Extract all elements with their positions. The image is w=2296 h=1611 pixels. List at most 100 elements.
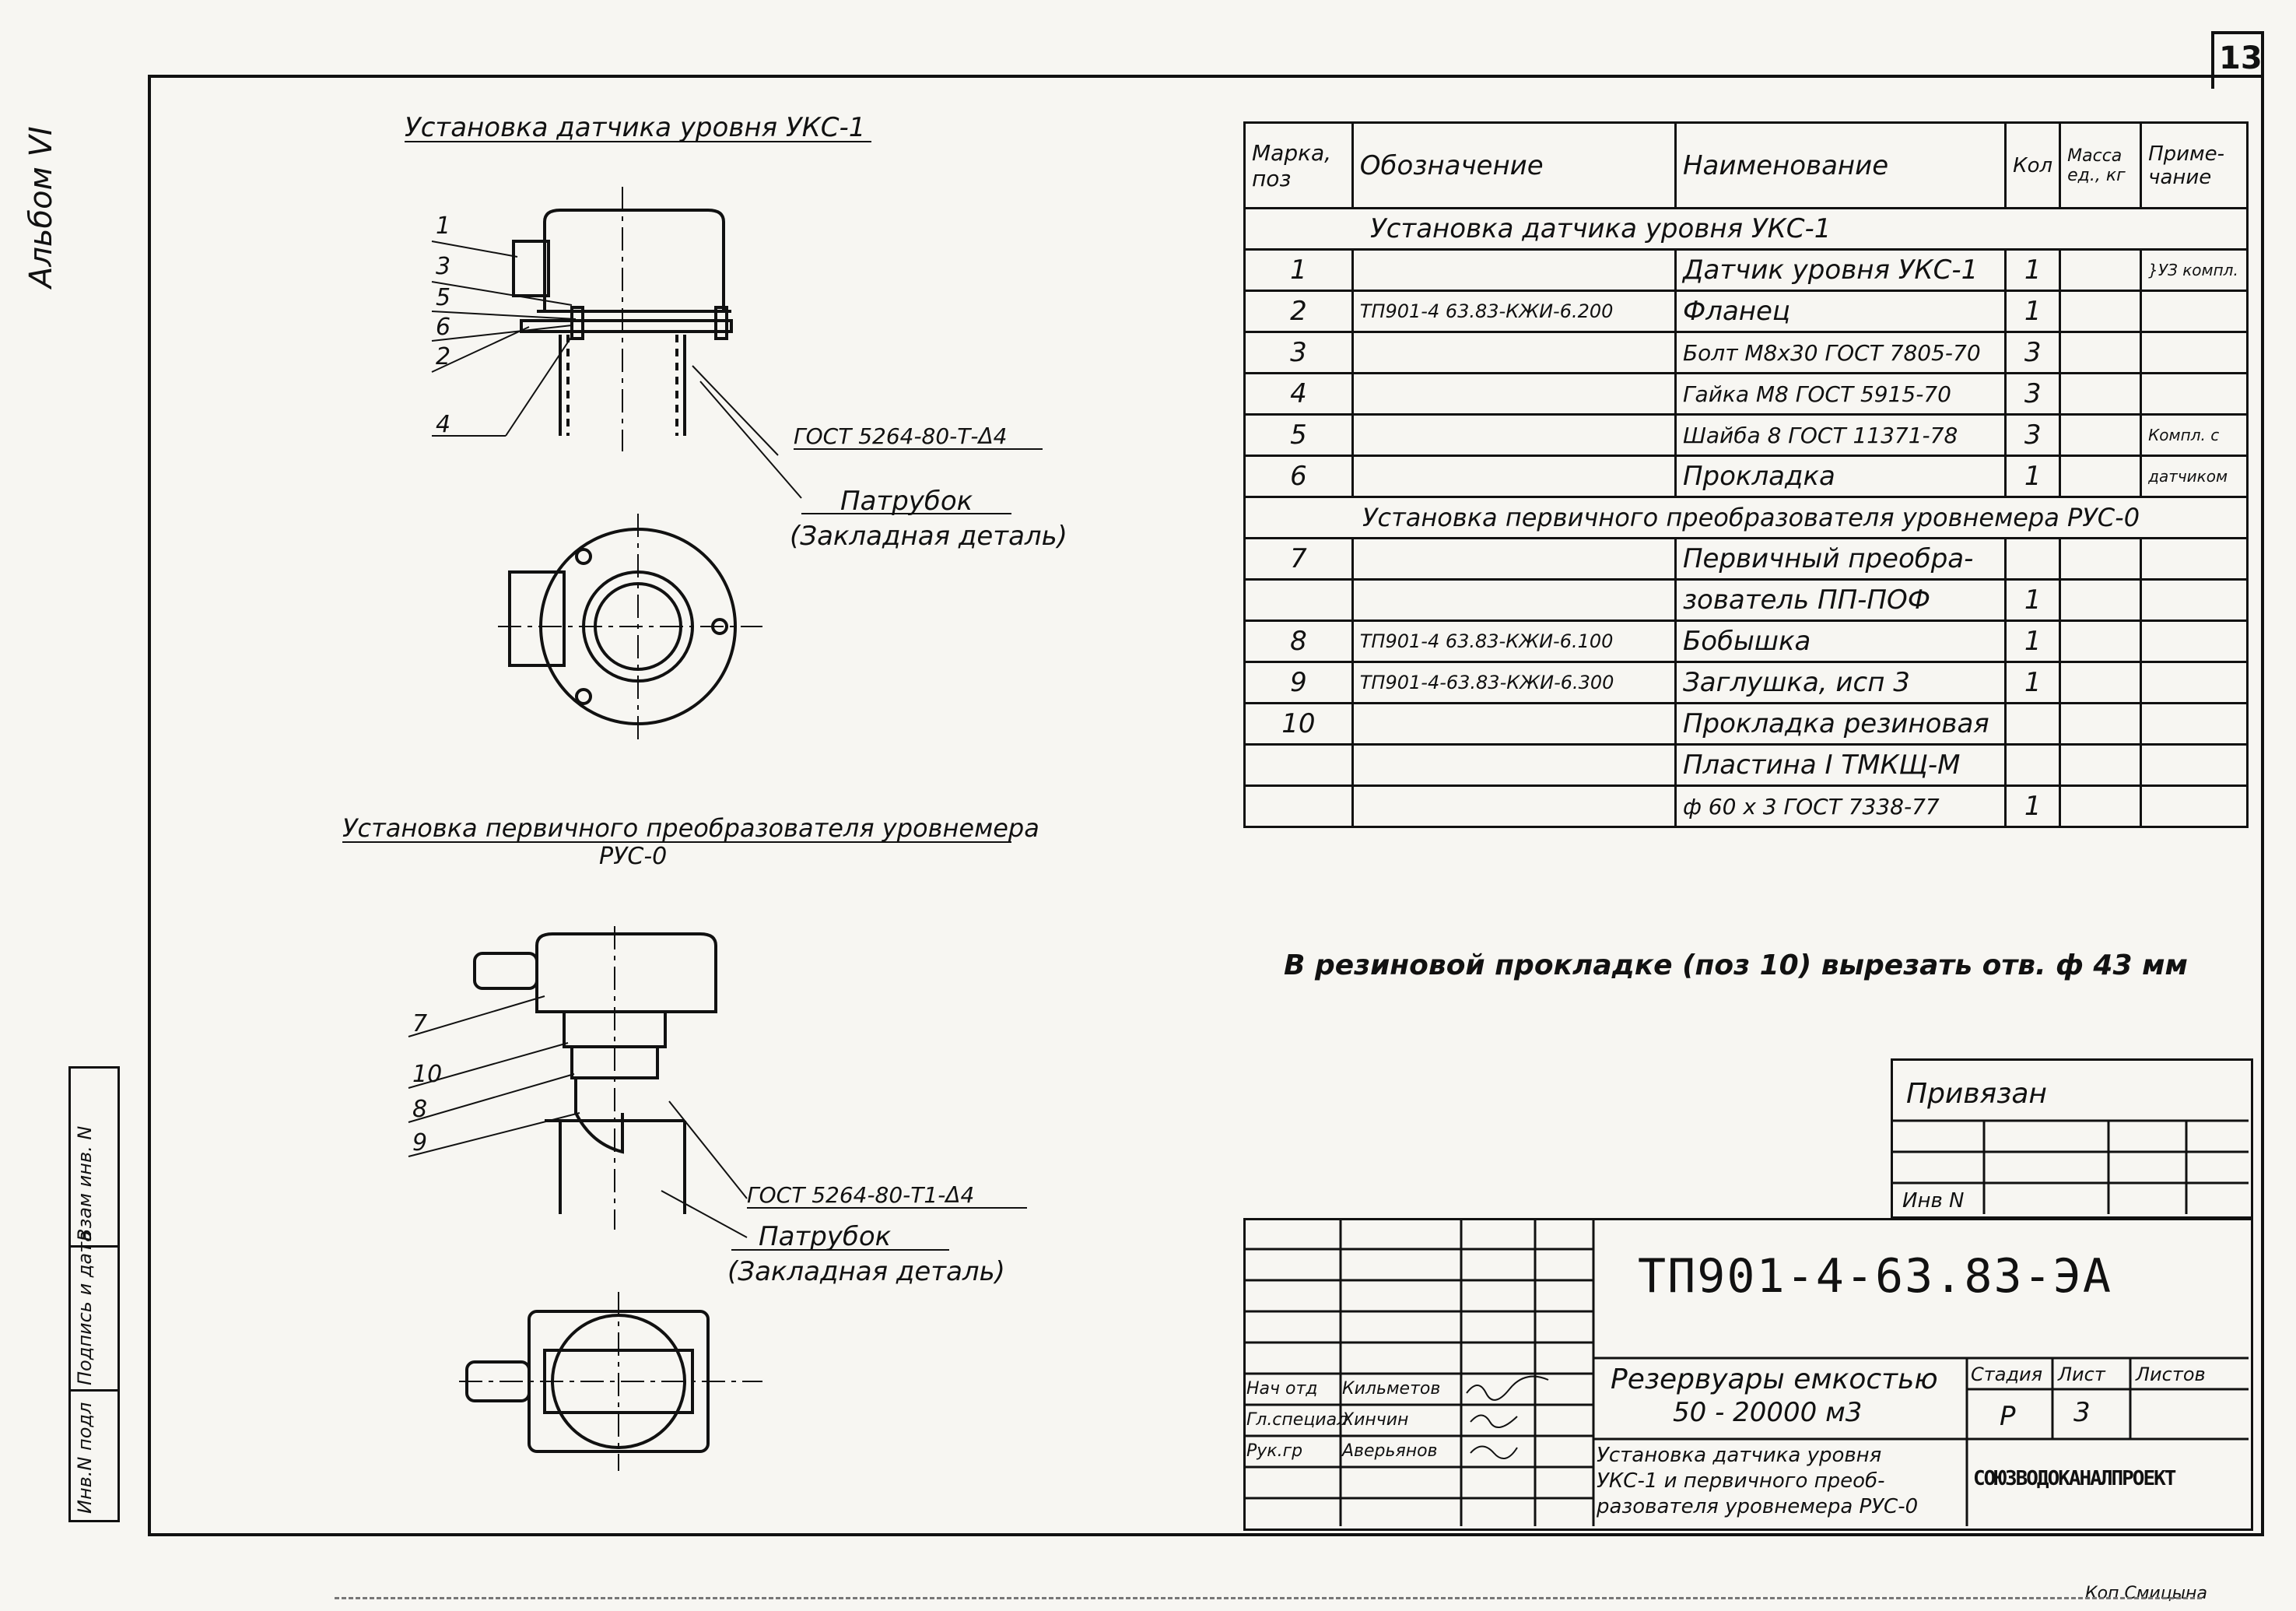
top-callouts: 1 3 5 6 2 4 (436, 212, 450, 438)
row4-pos: 4 (1243, 372, 1354, 416)
section-2-header: Установка первичного преобразователя уро… (1243, 496, 2249, 539)
row7-mass (2059, 537, 2143, 581)
callout-3: 3 (436, 253, 450, 280)
row3-pos: 3 (1243, 331, 1354, 374)
project-title: Резервуары емкостью (1611, 1364, 1938, 1395)
row2-name: Фланец (1674, 290, 2007, 333)
row10c-note (2140, 784, 2249, 828)
row9-designation: ТП901-4-63.83-КЖИ-6.300 (1351, 661, 1677, 704)
table-row: ф 60 х 3 ГОСТ 7338-77 1 (1243, 784, 2249, 828)
row9-pos: 9 (1243, 661, 1354, 704)
header-qty: Кол (2004, 121, 2062, 209)
row8-name: Бобышка (1674, 619, 2007, 663)
callout-8: 8 (412, 1096, 427, 1123)
callout-10: 10 (412, 1061, 442, 1088)
top-leader-lines (431, 240, 802, 499)
row9-qty: 1 (2004, 661, 2062, 704)
row8-pos: 8 (1243, 619, 1354, 663)
row4-designation (1351, 372, 1677, 416)
row10c-qty: 1 (2004, 784, 2062, 828)
row3-note (2140, 331, 2249, 374)
row2-mass (2059, 290, 2143, 333)
row7b-designation (1351, 578, 1677, 622)
row4-mass (2059, 372, 2143, 416)
signer-1-role: Нач отд (1246, 1379, 1318, 1399)
row10b-pos (1243, 743, 1354, 787)
table-row: 1 Датчик уровня УКС-1 1 }УЗ компл. (1243, 248, 2249, 292)
sensor-elevation (512, 187, 733, 451)
bottom-view-title-group: Установка первичного преобразователя уро… (342, 813, 1039, 870)
row10b-note (2140, 743, 2249, 787)
row2-note (2140, 290, 2249, 333)
row2-qty: 1 (2004, 290, 2062, 333)
callout-2: 2 (436, 343, 450, 370)
signer-2-name: Хинчин (1342, 1410, 1409, 1430)
row9-name: Заглушка, исп 3 (1674, 661, 2007, 704)
row10b-name: Пластина I ТМКЩ-М (1674, 743, 2007, 787)
sheets-label: Листов (2136, 1364, 2206, 1385)
row1-mass (2059, 248, 2143, 292)
callout-7: 7 (412, 1010, 427, 1037)
row9-mass (2059, 661, 2143, 704)
row1-pos: 1 (1243, 248, 1354, 292)
row8-qty: 1 (2004, 619, 2062, 663)
row8-mass (2059, 619, 2143, 663)
row9-note (2140, 661, 2249, 704)
header-note: Приме-чание (2140, 121, 2249, 209)
row7b-mass (2059, 578, 2143, 622)
row10-pos: 10 (1243, 702, 1354, 746)
row1-designation (1351, 248, 1677, 292)
row3-qty: 3 (2004, 331, 2062, 374)
row10-note (2140, 702, 2249, 746)
bottom-view-title-1: Установка первичного преобразователя уро… (342, 813, 1039, 843)
header-designation: Обозначение (1351, 121, 1677, 209)
row10b-mass (2059, 743, 2143, 787)
bottom-view-title-2: РУС-0 (599, 843, 667, 870)
row5-pos: 5 (1243, 413, 1354, 457)
section-1-header: Установка датчика уровня УКС-1 (1243, 207, 2249, 251)
table-row: 9 ТП901-4-63.83-КЖИ-6.300 Заглушка, исп … (1243, 661, 2249, 704)
row7b-pos (1243, 578, 1354, 622)
row7-note (2140, 537, 2249, 581)
drawing-frame (148, 75, 2264, 1536)
table-row: 7 Первичный преобра- (1243, 537, 2249, 581)
row7-pos: 7 (1243, 537, 1354, 581)
signer-3-role: Рук.гр (1246, 1441, 1303, 1461)
privyazan-block (1891, 1058, 2253, 1219)
row7b-qty: 1 (2004, 578, 2062, 622)
row7-name: Первичный преобра- (1674, 537, 2007, 581)
callout-4: 4 (436, 411, 450, 438)
table-row: 8 ТП901-4 63.83-КЖИ-6.100 Бобышка 1 (1243, 619, 2249, 663)
table-row: 10 Прокладка резиновая (1243, 702, 2249, 746)
row3-mass (2059, 331, 2143, 374)
drawing-code: ТП901-4-63.83-ЭА (1638, 1249, 2112, 1304)
row7-qty (2004, 537, 2062, 581)
row4-qty: 3 (2004, 372, 2062, 416)
sensor-plan (498, 514, 762, 739)
top-pipe-sub: (Закладная деталь) (790, 521, 1067, 552)
converter-elevation (473, 926, 717, 1230)
table-row: 5 Шайба 8 ГОСТ 11371-78 3 Компл. с (1243, 413, 2249, 457)
org-name: СОЮЗВОДОКАНАЛПРОЕКТ (1973, 1467, 2176, 1490)
sheet-title-2: УКС-1 и первичного преоб- (1597, 1469, 1885, 1493)
row2-designation: ТП901-4 63.83-КЖИ-6.200 (1351, 290, 1677, 333)
row5-designation (1351, 413, 1677, 457)
header-mass: Масса ед., кг (2059, 121, 2143, 209)
bottom-leader-lines (408, 995, 748, 1238)
row4-name: Гайка М8 ГОСТ 5915-70 (1674, 372, 2007, 416)
sheet-title-3: разователя уровнемера РУС-0 (1597, 1495, 1919, 1518)
bottom-pipe-sub: (Закладная деталь) (727, 1256, 1005, 1287)
row7b-note (2140, 578, 2249, 622)
row10b-designation (1351, 743, 1677, 787)
top-view-title: Установка датчика уровня УКС-1 (405, 112, 865, 143)
row7b-name: зователь ПП-ПОФ (1674, 578, 2007, 622)
row6-mass (2059, 455, 2143, 498)
row5-name: Шайба 8 ГОСТ 11371-78 (1674, 413, 2007, 457)
row6-designation (1351, 455, 1677, 498)
table-row: Пластина I ТМКЩ-М (1243, 743, 2249, 787)
row1-qty: 1 (2004, 248, 2062, 292)
row10c-name: ф 60 х 3 ГОСТ 7338-77 (1674, 784, 2007, 828)
top-pipe-label: Патрубок (840, 486, 973, 517)
sheet-number: 13 (2219, 40, 2263, 76)
row8-designation: ТП901-4 63.83-КЖИ-6.100 (1351, 619, 1677, 663)
